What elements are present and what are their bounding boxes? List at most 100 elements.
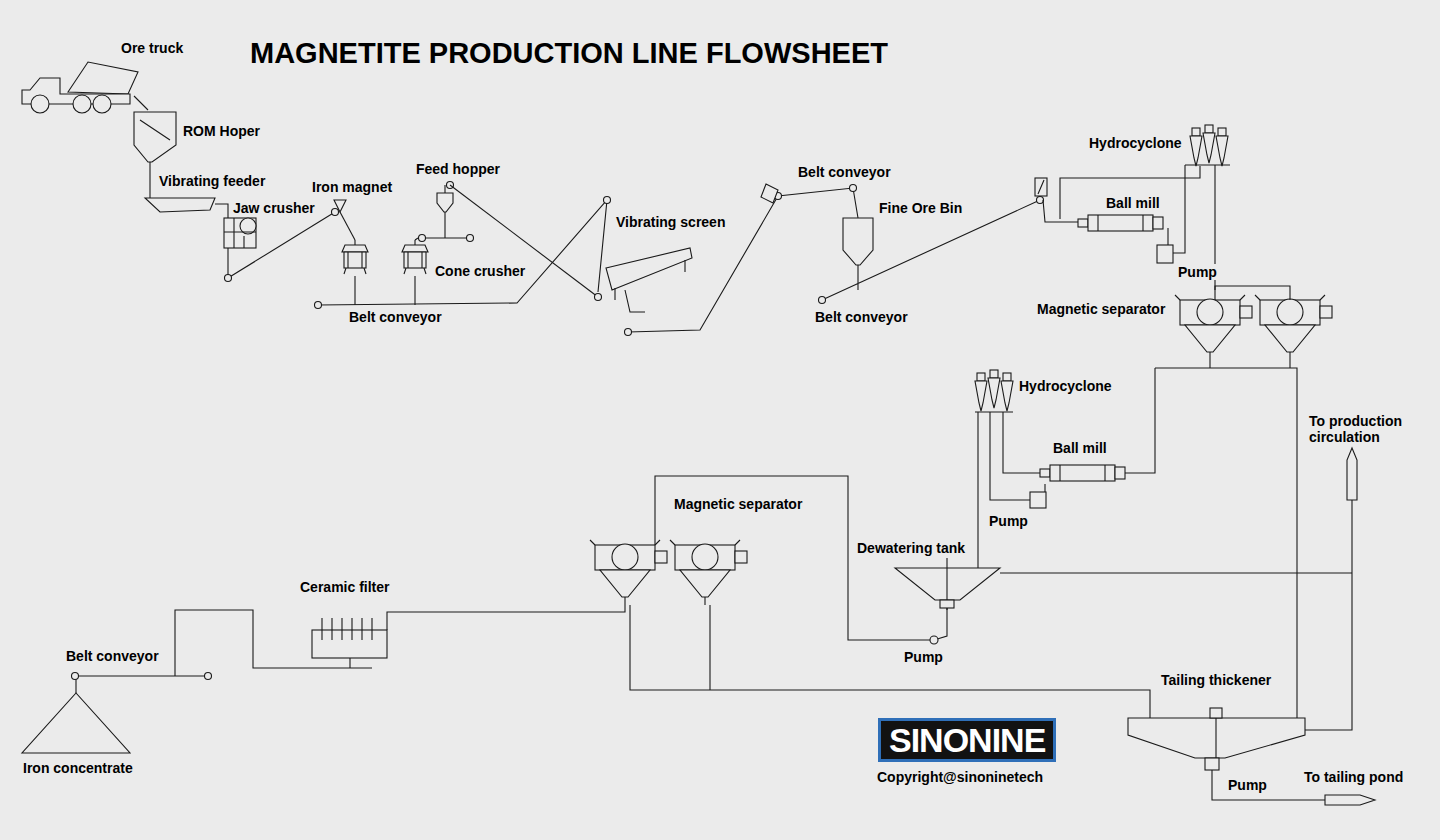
- equipment-label: Jaw crusher: [232, 200, 316, 216]
- fine-ore-bin: [819, 178, 1079, 304]
- concentrate-conveyor: [22, 673, 212, 754]
- feed-hopper-part: [437, 193, 453, 212]
- fine-ore-conveyor-part: [761, 184, 778, 203]
- tailing-thickener-part: [1205, 758, 1219, 770]
- primary-grinding: [1060, 125, 1230, 300]
- cone-crushers-part: [355, 276, 415, 305]
- ceramic-filter-part: [312, 630, 387, 658]
- equipment-label: To tailing pond: [1303, 769, 1404, 785]
- equipment-label: Magnetic separator: [1036, 301, 1166, 317]
- rom-hopper-part: [134, 112, 176, 162]
- iron-magnet-part: [340, 212, 355, 240]
- jaw-crusher: [224, 218, 256, 278]
- iron-magnet-part: [334, 200, 346, 212]
- secondary-grinding-part: [975, 373, 987, 411]
- equipment-label: Belt conveyor: [348, 309, 443, 325]
- primary-grinding-part: [1203, 125, 1215, 163]
- equipment-label: Pump: [1227, 777, 1268, 793]
- equipment-label: Pump: [1177, 264, 1218, 280]
- equipment-label: Tailing thickener: [1160, 672, 1272, 688]
- concentrate-conveyor-part: [75, 676, 208, 693]
- equipment-label: Hydrocyclone: [1088, 135, 1183, 151]
- primary-separators: [1125, 286, 1332, 718]
- dewatering-tank-part: [655, 476, 947, 640]
- vibrating-feeder-part: [145, 198, 215, 212]
- main-belt-conveyor: [315, 185, 611, 309]
- jaw-crusher-part: [224, 218, 256, 278]
- equipment-label: Iron magnet: [311, 179, 393, 195]
- vibrating-screen-part: [615, 260, 685, 312]
- main-belt-conveyor-part: [315, 302, 322, 309]
- main-belt-conveyor-part: [450, 185, 598, 297]
- iron-magnet: [334, 200, 355, 240]
- primary-separators-part: [1255, 295, 1332, 360]
- primary-grinding-part: [1060, 165, 1230, 300]
- fine-ore-bin-part: [843, 218, 873, 265]
- secondary-grinding-part: [990, 412, 1045, 500]
- final-separators-part: [670, 540, 747, 605]
- feed-hopper: [415, 182, 474, 242]
- equipment-label: To production circulation: [1308, 413, 1428, 445]
- fine-ore-bin-part: [819, 297, 826, 304]
- tailing-thickener-part: [1216, 500, 1352, 758]
- fine-ore-bin-part: [1037, 197, 1044, 204]
- secondary-grinding: [975, 370, 1125, 568]
- concentrate-conveyor-part: [22, 693, 130, 753]
- ceramic-filter-part: [322, 618, 372, 668]
- equipment-label: Ceramic filter: [299, 579, 390, 595]
- main-belt-conveyor-part: [604, 197, 611, 204]
- vibrating-feeder: [145, 198, 228, 218]
- fine-ore-bin-part: [1038, 180, 1078, 222]
- diagram-title: MAGNETITE PRODUCTION LINE FLOWSHEET: [250, 36, 888, 70]
- fine-ore-conveyor-part: [625, 329, 632, 336]
- cone-crushers-part: [402, 240, 428, 274]
- cone-crushers-part: [342, 240, 368, 274]
- feed-hopper-part: [419, 235, 426, 242]
- belt-conveyor-line-part: [225, 275, 232, 282]
- equipment-label: Vibrating feeder: [158, 173, 266, 189]
- concentrate-conveyor-part: [72, 673, 79, 680]
- equipment-label: Pump: [988, 513, 1029, 529]
- company-logo: SINONINE: [878, 718, 1056, 762]
- ceramic-filter: [175, 610, 387, 676]
- ore-truck-part: [31, 95, 49, 113]
- equipment-label: Belt conveyor: [814, 309, 909, 325]
- equipment-label: Ball mill: [1105, 195, 1161, 211]
- equipment-label: Ball mill: [1052, 440, 1108, 456]
- vibrating-screen-part: [606, 248, 692, 290]
- primary-grinding-part: [1078, 215, 1163, 231]
- equipment-label: Magnetic separator: [673, 496, 803, 512]
- tailing-thickener-part: [1347, 448, 1357, 500]
- primary-grinding-part: [1216, 128, 1228, 166]
- cone-crushers: [342, 240, 428, 305]
- ore-truck-part: [68, 62, 138, 94]
- primary-separators-part: [1125, 286, 1297, 718]
- belt-conveyor-line: [225, 209, 339, 282]
- final-separators-part: [387, 605, 1150, 718]
- final-separators-part: [590, 540, 667, 605]
- ore-truck-part: [134, 96, 148, 110]
- equipment-label: Fine Ore Bin: [878, 200, 963, 216]
- tailing-thickener: [1128, 448, 1375, 805]
- belt-conveyor-line-part: [228, 212, 335, 278]
- equipment-label: ROM Hoper: [182, 123, 261, 139]
- secondary-grinding-part: [1030, 492, 1046, 508]
- vibrating-screen: [606, 248, 692, 312]
- secondary-grinding-part: [988, 370, 1000, 408]
- main-belt-conveyor-part: [318, 200, 607, 305]
- primary-grinding-part: [1157, 245, 1173, 263]
- concentrate-conveyor-part: [205, 673, 212, 680]
- dewatering-tank-part: [930, 636, 938, 644]
- equipment-label: Hydrocyclone: [1018, 378, 1113, 394]
- fine-ore-conveyor-part: [850, 185, 857, 192]
- tailing-thickener-part: [1210, 708, 1222, 718]
- tailing-thickener-part: [1325, 795, 1375, 805]
- fine-ore-bin-part: [822, 200, 1040, 300]
- equipment-label: Pump: [903, 649, 944, 665]
- dewatering-tank-part: [947, 558, 1352, 610]
- main-belt-conveyor-part: [595, 294, 602, 301]
- dewatering-tank: [655, 476, 1352, 644]
- equipment-label: Copyright@sinoninetech: [876, 769, 1044, 785]
- belt-conveyor-line-part: [332, 209, 339, 216]
- ore-truck-part: [93, 95, 111, 113]
